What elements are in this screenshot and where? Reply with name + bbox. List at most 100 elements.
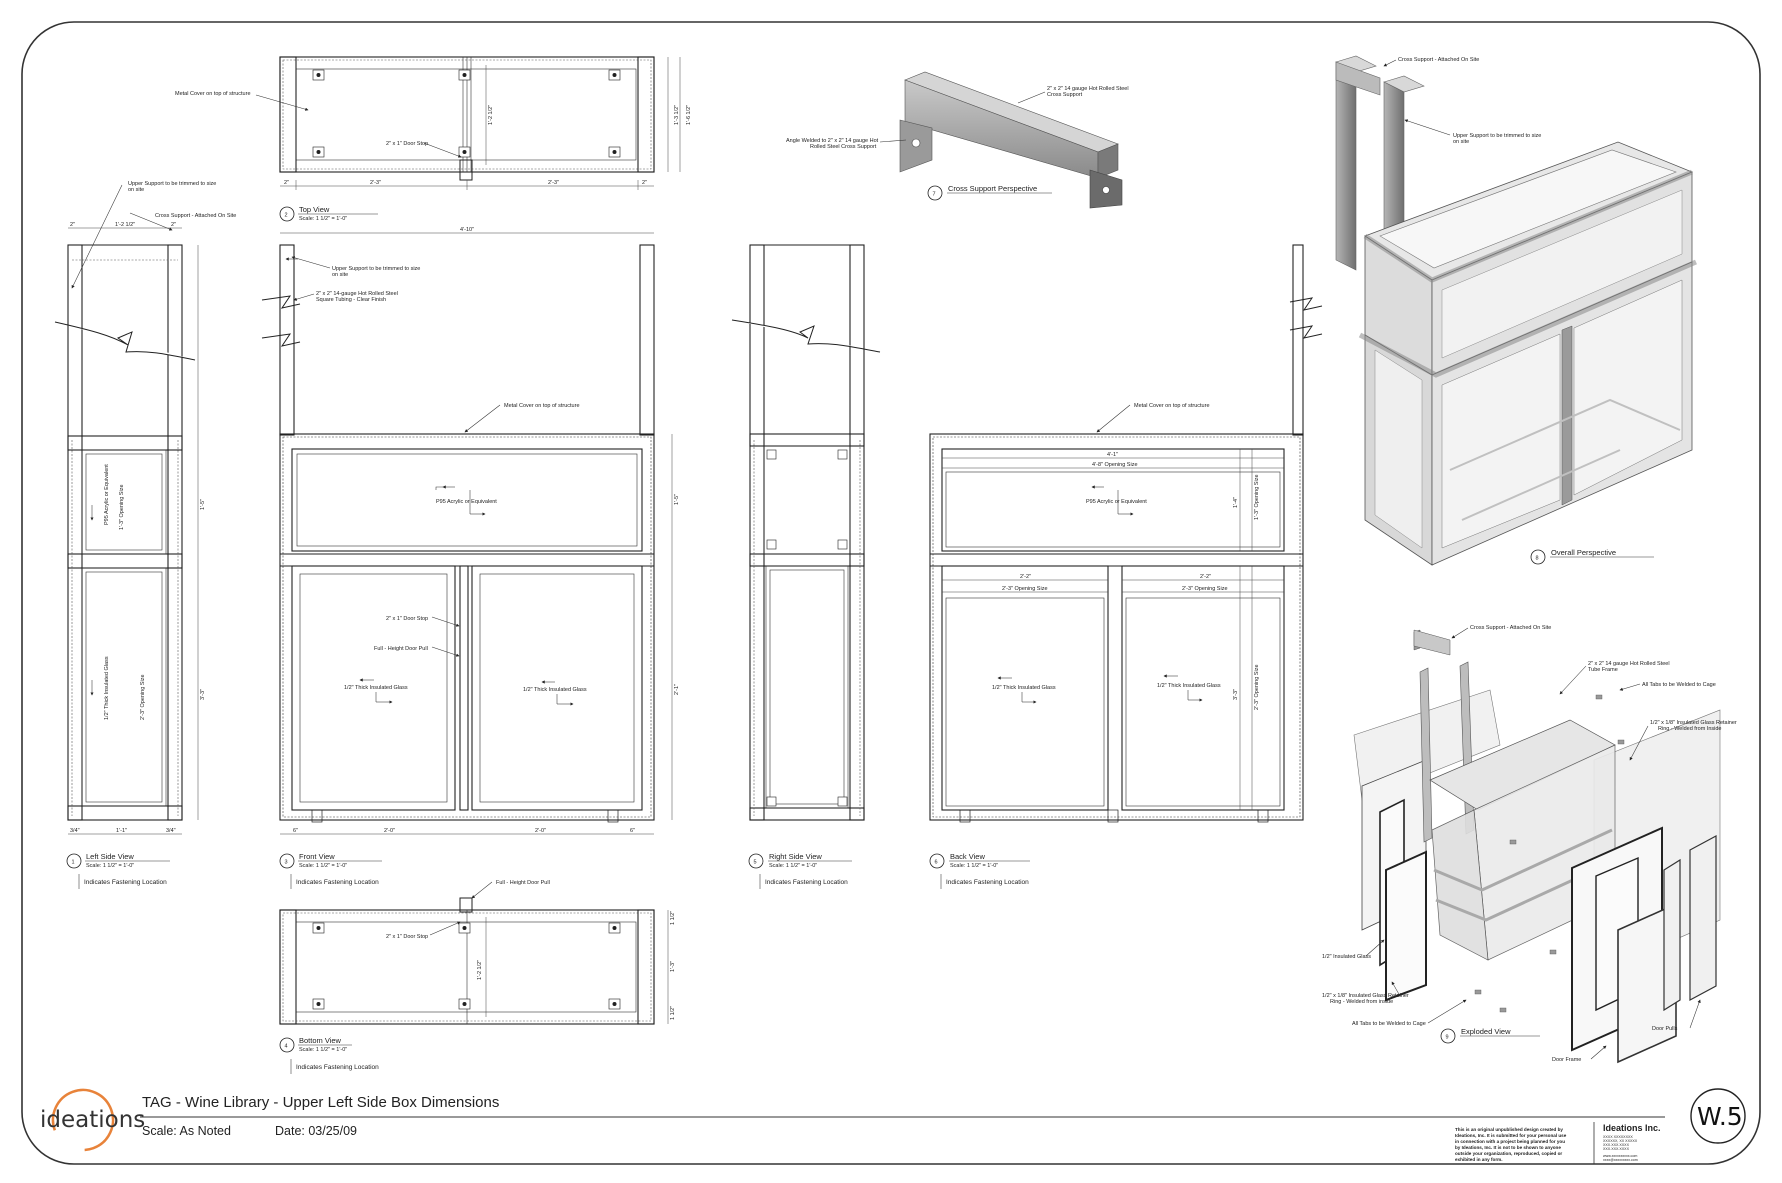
svg-text:2'-3" Opening Size: 2'-3" Opening Size — [1254, 664, 1260, 710]
svg-text:Cross Support - Attached On Si: Cross Support - Attached On Site — [1470, 625, 1551, 631]
svg-text:1/2" Thick Insulated Glass: 1/2" Thick Insulated Glass — [344, 685, 408, 691]
svg-text:Rolled Steel Cross Support: Rolled Steel Cross Support — [810, 144, 877, 150]
svg-text:by Ideations, Inc. It is not t: by Ideations, Inc. It is not to be shown… — [1455, 1145, 1561, 1150]
svg-text:1'-5": 1'-5" — [200, 499, 206, 510]
svg-text:2'-3" Opening Size: 2'-3" Opening Size — [1182, 586, 1228, 592]
back-view-title: Back View — [950, 852, 985, 861]
svg-text:XXX.XXX.XXXX: XXX.XXX.XXXX — [1603, 1147, 1630, 1151]
svg-text:P95 Acrylic or Equivalent: P95 Acrylic or Equivalent — [436, 499, 497, 505]
drawing-date: Date: 03/25/09 — [275, 1124, 357, 1138]
svg-text:2'-1": 2'-1" — [674, 684, 680, 695]
svg-text:3'-3": 3'-3" — [200, 689, 206, 700]
bottom-view-title: Bottom View — [299, 1036, 342, 1045]
svg-text:2'-3" Opening Size: 2'-3" Opening Size — [1002, 586, 1048, 592]
svg-text:Ideations, Inc. It is submitte: Ideations, Inc. It is submitted for your… — [1455, 1133, 1567, 1138]
svg-text:1'-3" Opening Size: 1'-3" Opening Size — [1254, 474, 1260, 520]
svg-text:4: 4 — [285, 1044, 288, 1050]
svg-text:Full - Height Door Pull: Full - Height Door Pull — [496, 880, 550, 886]
svg-text:Scale: 1 1/2" = 1'-0": Scale: 1 1/2" = 1'-0" — [299, 1047, 347, 1053]
svg-text:2": 2" — [642, 180, 647, 186]
svg-text:on site: on site — [128, 187, 144, 193]
front-view-title: Front View — [299, 852, 335, 861]
svg-text:XXXXXX, XX XXXXX: XXXXXX, XX XXXXX — [1603, 1139, 1638, 1143]
svg-text:1/2" Thick Insulated Glass: 1/2" Thick Insulated Glass — [104, 656, 110, 720]
svg-text:Cross Support - Attached On Si: Cross Support - Attached On Site — [155, 213, 236, 219]
overall-perspective-title: Overall Perspective — [1551, 548, 1616, 557]
cross-support-perspective: 2" x 2" 14 gauge Hot Rolled Steel Cross … — [786, 71, 1129, 209]
svg-text:1'-3 1/2": 1'-3 1/2" — [674, 105, 680, 125]
svg-text:1 1/2": 1 1/2" — [670, 1006, 676, 1020]
svg-text:XXXX XXXXXXXX: XXXX XXXXXXXX — [1603, 1135, 1633, 1139]
svg-text:Scale: 1 1/2" = 1'-0": Scale: 1 1/2" = 1'-0" — [86, 863, 134, 869]
svg-text:9: 9 — [1446, 1035, 1449, 1041]
svg-text:Scale: 1 1/2" = 1'-0": Scale: 1 1/2" = 1'-0" — [299, 216, 347, 222]
svg-text:2": 2" — [70, 222, 75, 228]
svg-text:Indicates Fastening Location: Indicates Fastening Location — [946, 879, 1029, 886]
right-side-view: 5 Right Side View Scale: 1 1/2" = 1'-0" … — [731, 244, 881, 889]
door-stop-label: 2" x 1" Door Stop — [386, 141, 428, 147]
metal-cover-label: Metal Cover on top of structure — [175, 91, 251, 97]
svg-text:2'-3" Opening Size: 2'-3" Opening Size — [140, 674, 146, 720]
svg-text:2'-0": 2'-0" — [384, 828, 395, 834]
left-side-view: 1'-3" Opening Size P95 Acrylic or Equiva… — [54, 181, 236, 889]
svg-text:7: 7 — [933, 192, 936, 198]
drawing-scale: Scale: As Noted — [142, 1124, 231, 1138]
svg-text:Door Frame: Door Frame — [1552, 1057, 1581, 1063]
svg-text:1'-1": 1'-1" — [116, 828, 127, 834]
svg-text:6: 6 — [935, 860, 938, 866]
svg-text:1/2" x 1/8" Insulated Glass Re: 1/2" x 1/8" Insulated Glass Retainer — [1650, 720, 1737, 726]
svg-text:1'-2 1/2": 1'-2 1/2" — [477, 960, 483, 980]
svg-text:This is an original unpublishe: This is an original unpublished design c… — [1455, 1127, 1563, 1132]
svg-text:2" x 1" Door Stop: 2" x 1" Door Stop — [386, 934, 428, 940]
svg-text:on site: on site — [1453, 139, 1469, 145]
front-view: Metal Cover on top of structure P95 Acry… — [261, 227, 680, 889]
svg-text:4'-8" Opening Size: 4'-8" Opening Size — [1092, 462, 1138, 468]
svg-text:P95 Acrylic or Equivalent: P95 Acrylic or Equivalent — [1086, 499, 1147, 505]
back-view: Metal Cover on top of structure 4'-1" 4'… — [929, 244, 1323, 889]
exploded-view: Cross Support - Attached On Site 2" x 2"… — [1322, 625, 1737, 1064]
svg-text:in connection with a project b: in connection with a project being plann… — [1455, 1139, 1565, 1144]
svg-text:Full - Height Door Pull: Full - Height Door Pull — [374, 646, 428, 652]
svg-text:Upper Support to be trimmed to: Upper Support to be trimmed to size — [1453, 133, 1541, 139]
svg-text:outside your organization, rep: outside your organization, reproduced, c… — [1455, 1151, 1562, 1156]
svg-text:Scale: 1 1/2" = 1'-0": Scale: 1 1/2" = 1'-0" — [299, 863, 347, 869]
svg-text:2": 2" — [171, 222, 176, 228]
svg-text:2: 2 — [285, 213, 288, 219]
svg-text:Scale: 1 1/2" = 1'-0": Scale: 1 1/2" = 1'-0" — [950, 863, 998, 869]
svg-text:Metal Cover on top of structur: Metal Cover on top of structure — [1134, 403, 1210, 409]
svg-text:All Tabs to be Welded to Cage: All Tabs to be Welded to Cage — [1352, 1021, 1426, 1027]
svg-text:Cross Support - Attached On Si: Cross Support - Attached On Site — [1398, 57, 1479, 63]
svg-text:1/2" Thick Insulated Glass: 1/2" Thick Insulated Glass — [992, 685, 1056, 691]
svg-text:2'-3": 2'-3" — [370, 180, 381, 186]
cross-support-title: Cross Support Perspective — [948, 184, 1037, 193]
company-name: Ideations Inc. — [1603, 1123, 1661, 1133]
svg-text:2": 2" — [284, 180, 289, 186]
svg-text:3: 3 — [285, 860, 288, 866]
drawing-title: TAG - Wine Library - Upper Left Side Box… — [142, 1094, 499, 1111]
bottom-view: Full - Height Door Pull 2" x 1" Door Sto… — [279, 880, 676, 1074]
svg-text:xxxx@xxxxxxxxx.com: xxxx@xxxxxxxxx.com — [1603, 1158, 1638, 1162]
svg-text:1'-2 1/2": 1'-2 1/2" — [488, 105, 494, 125]
svg-text:Scale: 1 1/2" = 1'-0": Scale: 1 1/2" = 1'-0" — [769, 863, 817, 869]
svg-text:1/2" x 1/8" Insulated Glass Re: 1/2" x 1/8" Insulated Glass Retainer — [1322, 993, 1409, 999]
svg-text:6": 6" — [293, 828, 298, 834]
svg-text:Upper Support to be trimmed to: Upper Support to be trimmed to size — [332, 266, 420, 272]
svg-text:2" x 2" 14 gauge Hot Rolled St: 2" x 2" 14 gauge Hot Rolled Steel — [1588, 661, 1670, 667]
right-view-title: Right Side View — [769, 852, 822, 861]
svg-text:1'-3" Opening Size: 1'-3" Opening Size — [119, 484, 125, 530]
svg-text:1'-2 1/2": 1'-2 1/2" — [115, 222, 135, 228]
svg-text:www.xxxxxxxxxx.com: www.xxxxxxxxxx.com — [1603, 1154, 1637, 1158]
svg-text:Cross Support: Cross Support — [1047, 92, 1083, 98]
svg-text:2" x 2" 14 gauge Hot Rolled St: 2" x 2" 14 gauge Hot Rolled Steel — [1047, 86, 1129, 92]
svg-text:Indicates Fastening Location: Indicates Fastening Location — [765, 879, 848, 886]
company-logo: ideations — [40, 1107, 145, 1133]
svg-text:on site: on site — [332, 272, 348, 278]
sheet-border — [21, 21, 1761, 1165]
svg-text:6": 6" — [630, 828, 635, 834]
svg-text:XXX.XXX.XXXX: XXX.XXX.XXXX — [1603, 1143, 1630, 1147]
svg-text:3/4": 3/4" — [70, 828, 80, 834]
svg-text:8: 8 — [1536, 556, 1539, 562]
svg-text:exhibited in any form.: exhibited in any form. — [1455, 1157, 1502, 1162]
svg-text:Angle Welded to 2" x 2" 14 gau: Angle Welded to 2" x 2" 14 gauge Hot — [786, 138, 879, 144]
svg-text:2" x 2" 14-gauge Hot Rolled St: 2" x 2" 14-gauge Hot Rolled Steel — [316, 291, 398, 297]
